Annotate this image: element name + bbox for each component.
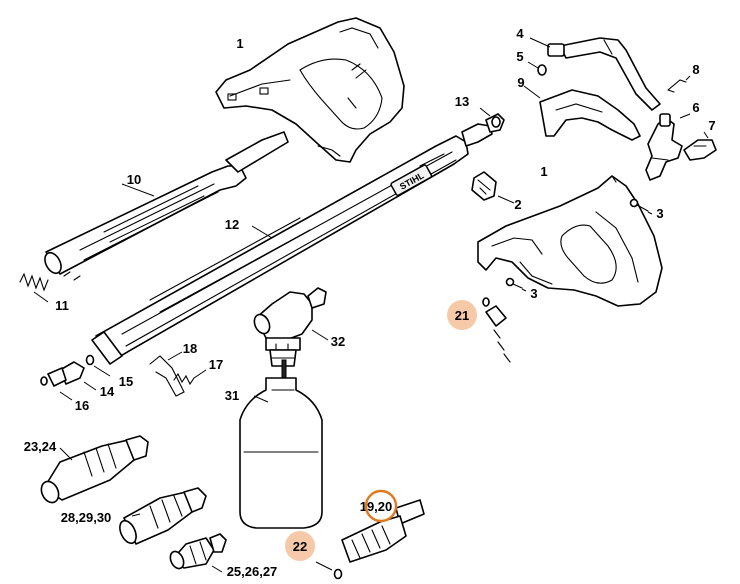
callout-label-c28_30: 28,29,30 xyxy=(61,510,112,525)
spring xyxy=(19,272,49,303)
callout-label-c7: 7 xyxy=(708,118,715,133)
rotary-nozzle xyxy=(119,487,207,545)
callout-label-c1b: 1 xyxy=(540,164,547,179)
callout-labels: 1123345678910111213141516171819,20212223… xyxy=(24,26,716,579)
high-pressure-hose xyxy=(341,305,724,574)
cover-plate xyxy=(471,171,515,204)
callout-label-c19_20: 19,20 xyxy=(360,499,393,514)
adjustable-nozzle xyxy=(40,435,149,504)
o-ring-22 xyxy=(315,561,343,580)
callout-label-c2: 2 xyxy=(514,197,521,212)
o-ring-21 xyxy=(482,297,490,307)
screw-upper xyxy=(629,198,653,215)
callout-highlight-c22 xyxy=(285,531,315,561)
callout-label-c21: 21 xyxy=(455,308,469,323)
elbow-pipe xyxy=(529,37,661,111)
callout-label-c23_24: 23,24 xyxy=(24,439,57,454)
callout-label-c14: 14 xyxy=(100,384,115,399)
o-ring-16 xyxy=(40,376,73,401)
callout-label-c25_27: 25,26,27 xyxy=(227,564,278,579)
foam-nozzle-head xyxy=(253,287,329,383)
detergent-bottle xyxy=(239,377,323,529)
o-ring-15 xyxy=(85,354,111,377)
callout-label-c15: 15 xyxy=(119,374,133,389)
callout-label-c12: 12 xyxy=(225,217,239,232)
valve-body-6 xyxy=(645,113,691,181)
screw-lower xyxy=(505,277,527,292)
callout-label-c9: 9 xyxy=(517,75,524,90)
callout-label-c13: 13 xyxy=(455,94,469,109)
callout-label-c31: 31 xyxy=(225,388,239,403)
callout-label-c3b: 3 xyxy=(530,286,537,301)
callout-label-c10: 10 xyxy=(127,172,141,187)
callout-label-c1a: 1 xyxy=(236,36,243,51)
guard-9 xyxy=(523,85,641,141)
connector-7 xyxy=(683,131,717,161)
callout-label-c32: 32 xyxy=(331,334,345,349)
callout-label-c18: 18 xyxy=(183,341,197,356)
callout-label-c17: 17 xyxy=(209,357,223,372)
nozzle-insert-14 xyxy=(47,361,97,391)
callout-label-c3a: 3 xyxy=(656,206,663,221)
callout-label-c22: 22 xyxy=(293,539,307,554)
o-ring-5 xyxy=(527,61,547,76)
callout-label-c4: 4 xyxy=(516,26,524,41)
callout-label-c11: 11 xyxy=(55,298,69,313)
small-nozzle xyxy=(169,533,227,573)
o-ring-13 xyxy=(479,107,501,128)
spring-17 xyxy=(173,369,207,386)
callout-ring-c19_20 xyxy=(364,489,398,523)
callout-label-c5: 5 xyxy=(516,49,523,64)
gun-housing-right xyxy=(477,175,663,307)
extension-tube xyxy=(44,131,289,281)
callout-highlight-c21 xyxy=(447,300,477,330)
retaining-clip-8 xyxy=(667,75,691,93)
callout-label-c16: 16 xyxy=(75,398,89,413)
callout-label-c6: 6 xyxy=(692,100,699,115)
wire-clip-18 xyxy=(149,351,185,397)
gun-housing-top xyxy=(215,17,405,163)
callout-label-c8: 8 xyxy=(692,62,699,77)
